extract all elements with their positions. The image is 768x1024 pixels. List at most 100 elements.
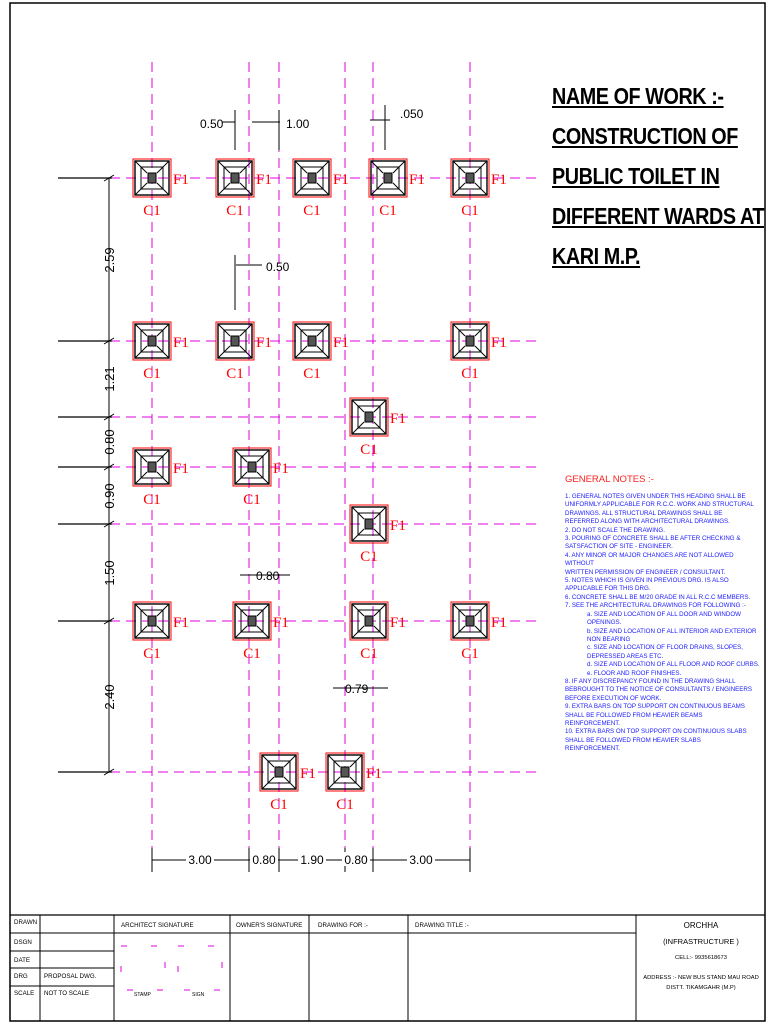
stamp-label: STAMP (134, 992, 151, 998)
dimension-label: 1.00 (286, 117, 310, 131)
column-label: C1 (379, 203, 397, 219)
footing-step (240, 609, 264, 633)
footing-label: F1 (256, 335, 272, 351)
footing-slope-line (294, 345, 308, 359)
footing-label: F1 (273, 461, 289, 477)
dimension-label-bg (250, 852, 278, 866)
column-label: C1 (360, 646, 378, 662)
footing-slope-line (349, 754, 363, 768)
footing-slope-line (351, 528, 365, 542)
note-line: e. FLOOR AND ROOF FINISHES. (587, 669, 682, 677)
footing-slope-line (316, 160, 330, 174)
dimension-label: 0.50 (200, 117, 224, 131)
column-c1 (465, 172, 475, 184)
dimension-tick (103, 463, 115, 471)
column-c1 (383, 172, 393, 184)
footing-slope-line (351, 603, 365, 617)
note-line: OPENINGS. (587, 619, 622, 627)
footing-slope-line (351, 506, 365, 520)
tb-scale-value: NOT TO SCALE (44, 990, 90, 997)
footing-label: F1 (173, 615, 189, 631)
note-line: 10. EXTRA BARS ON TOP SUPPORT ON CONTINU… (565, 728, 747, 736)
footing-base (217, 160, 253, 196)
footing-base (351, 399, 387, 435)
footing-step (240, 455, 264, 479)
tb-drg-label: DRG (14, 973, 28, 980)
dimension-label: 3.00 (188, 853, 212, 867)
note-line: BEBROUGHT TO THE NOTICE OF CONSULTANTS /… (565, 686, 753, 694)
footing-step (458, 329, 482, 353)
note-line: DRAWINGS. ALL STRUCTURAL DRAWINGS SHALL … (565, 509, 723, 517)
footing-slope-line (351, 421, 365, 435)
footing-step (140, 166, 164, 190)
footing-slope-line (351, 625, 365, 639)
footing-slope-line (392, 182, 406, 196)
stamp-box (177, 945, 223, 991)
footing-slope-line (134, 345, 148, 359)
footing-slope-line (134, 182, 148, 196)
column-c1 (465, 615, 475, 627)
column-c1 (307, 172, 317, 184)
footing-slope-line (217, 323, 231, 337)
footing-step (357, 609, 381, 633)
footing-slope-line (452, 345, 466, 359)
footing-slope-line (239, 345, 253, 359)
footing-slope-line (156, 603, 170, 617)
dimension-label: .050 (400, 107, 424, 121)
footing-slope-line (294, 323, 308, 337)
dimension-tick (103, 617, 115, 625)
footing-step (333, 760, 357, 784)
note-line: b. SIZE AND LOCATION OF ALL INTERIOR AND… (587, 627, 757, 635)
footing-slope-line (373, 421, 387, 435)
dimension-label: 1.50 (102, 560, 117, 585)
column-label: C1 (360, 442, 378, 458)
column-label: C1 (143, 492, 161, 508)
column-c1 (147, 461, 157, 473)
footing-slope-line (373, 506, 387, 520)
dimension-label: 2.40 (102, 684, 117, 709)
note-line: REINFORCEMENT. (565, 745, 621, 753)
column-c1 (465, 335, 475, 347)
footing-base (134, 160, 170, 196)
column-label: C1 (270, 797, 288, 813)
note-line: SHALL BE FOLLOWED FROM HEAVIER BEAMS (565, 711, 703, 719)
footing-outline (215, 321, 255, 361)
footing-slope-line (474, 625, 488, 639)
footing-slope-line (217, 345, 231, 359)
footing-base (134, 603, 170, 639)
note-line: 1. GENERAL NOTES GIVEN UNDER THIS HEADIN… (565, 493, 746, 500)
footing-step (267, 760, 291, 784)
dimension-label: 0.50 (266, 260, 290, 274)
dimension-label: 0.79 (345, 682, 369, 696)
general-notes: GENERAL NOTES :- 1. GENERAL NOTES GIVEN … (565, 474, 761, 754)
dimension-label-bg (407, 852, 435, 866)
footing-outline (325, 752, 365, 792)
tb-scale-label: SCALE (14, 990, 35, 997)
footing-slope-line (452, 625, 466, 639)
column-label: C1 (461, 646, 479, 662)
firm-cell: CELL:- 9935618673 (675, 955, 727, 961)
sign-label: SIGN (192, 992, 205, 998)
footing-slope-line (316, 323, 330, 337)
footing-outline (450, 158, 490, 198)
column-label: C1 (143, 646, 161, 662)
note-line: WRITTEN PERMISSION OF ENGINEER / CONSULT… (565, 568, 726, 576)
title-line: PUBLIC TOILET IN (552, 163, 720, 189)
title-block-frame (10, 914, 765, 1021)
footing-slope-line (370, 182, 384, 196)
column-c1 (147, 172, 157, 184)
footing-outline (450, 601, 490, 641)
footing-outline (292, 321, 332, 361)
note-line: SHALL BE FOLLOWED FROM HEAVIER SLABS (565, 736, 701, 744)
footing-step (300, 329, 324, 353)
dimension-tick (103, 413, 115, 421)
title-line: NAME OF WORK :- (552, 83, 724, 109)
